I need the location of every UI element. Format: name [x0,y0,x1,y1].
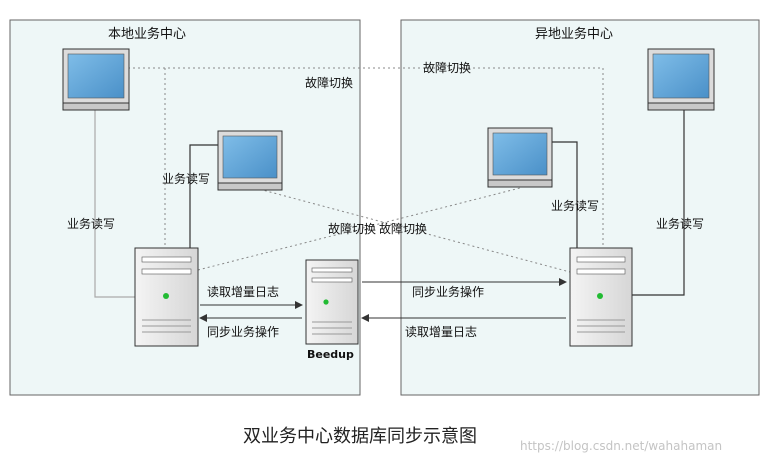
rw-label-local-lower: 业务读写 [67,216,115,231]
rw-label-remote-mid: 业务读写 [551,198,599,213]
local-center-title: 本地业务中心 [108,26,186,42]
connectors [94,67,685,322]
remote-center-title: 异地业务中心 [535,26,613,42]
failover-label-top-left: 故障切换 [305,75,353,90]
server-local-icon [134,247,199,347]
failover-label-mid-2: 故障切换 [379,221,427,236]
watermark: https://blog.csdn.net/wahahaman [520,439,722,453]
read-log-label-remote: 读取增量日志 [405,325,477,339]
monitor-remote-top-icon [647,48,715,111]
read-log-label-local: 读取增量日志 [207,285,279,299]
diagram-caption: 双业务中心数据库同步示意图 [243,426,477,447]
sync-op-label-remote: 同步业务操作 [412,284,484,299]
failover-label-top-right: 故障切换 [423,60,471,75]
monitor-local-mid-icon [217,130,283,191]
monitor-local-top-icon [62,48,130,111]
rw-label-local-upper: 业务读写 [162,171,210,186]
rw-label-remote-right: 业务读写 [656,216,704,231]
failover-label-mid-1: 故障切换 [328,221,376,236]
beedup-server-icon [305,259,359,345]
monitor-remote-mid-icon [487,127,553,188]
beedup-label: Beedup [307,348,354,361]
server-remote-icon [569,247,633,347]
sync-op-label-local: 同步业务操作 [207,324,279,339]
